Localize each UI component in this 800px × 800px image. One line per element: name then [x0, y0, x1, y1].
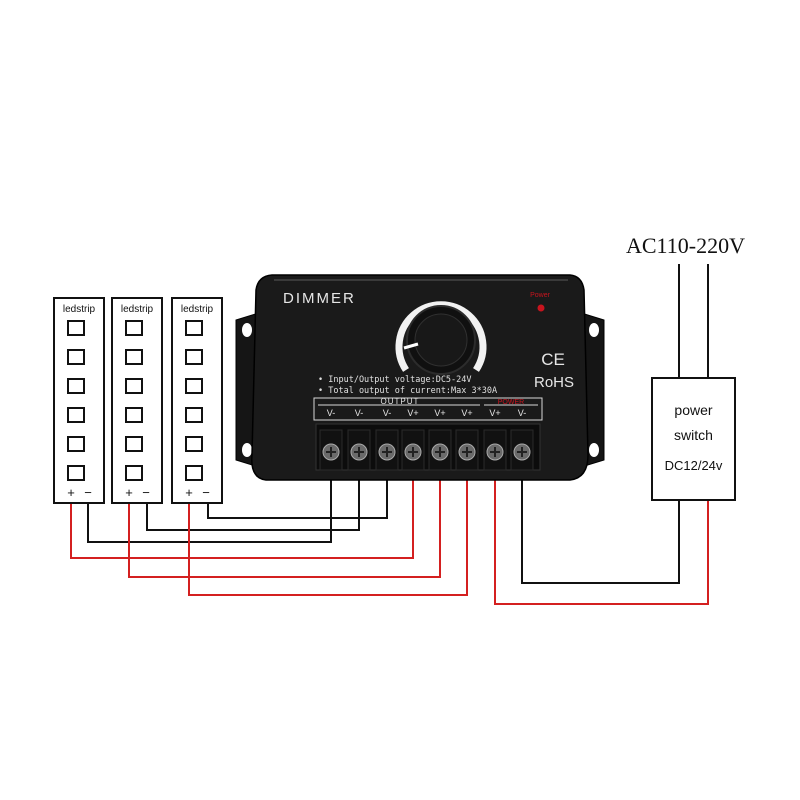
terminal-screw[interactable]	[319, 429, 343, 471]
led-segment	[185, 378, 203, 394]
rohs-mark: RoHS	[534, 374, 574, 391]
ledstrip-3: ledstrip + −	[171, 297, 223, 504]
terminal-screw[interactable]	[510, 429, 534, 471]
power-positive-wire	[494, 468, 709, 605]
ac-voltage-label: AC110-220V	[626, 233, 745, 258]
led-segment	[125, 378, 143, 394]
spec-line-voltage: • Input/Output voltage:DC5-24V	[318, 375, 472, 385]
ledstrip-label: ledstrip	[181, 304, 214, 315]
mounting-hole-left	[242, 323, 252, 337]
positive-wire-strip-1	[70, 468, 414, 559]
ledstrip-label: ledstrip	[63, 304, 96, 315]
ledstrip-2: ledstrip + −	[111, 297, 163, 504]
led-segment	[67, 349, 85, 365]
wiring	[70, 264, 709, 605]
led-segment	[185, 407, 203, 423]
negative-wire-strip-2	[146, 468, 360, 531]
led-segment	[67, 407, 85, 423]
led-segment	[125, 320, 143, 336]
power-switch-line1: power	[674, 402, 712, 418]
power-negative-wire	[521, 468, 680, 584]
terminal-label: V+	[434, 408, 445, 418]
terminal-label: V-	[383, 408, 392, 418]
ledstrip-minus: −	[142, 485, 150, 500]
mounting-hole-right	[589, 323, 599, 337]
knob-scale-arc	[395, 301, 487, 372]
terminal-screw[interactable]	[483, 429, 507, 471]
led-segment	[125, 407, 143, 423]
terminal-label: V+	[407, 408, 418, 418]
terminal-label: V-	[518, 408, 527, 418]
terminal-screw[interactable]	[401, 429, 425, 471]
led-segment	[185, 436, 203, 452]
ledstrip-minus: −	[202, 485, 210, 500]
ledstrip-1: ledstrip + −	[53, 297, 105, 504]
power-switch-box: power switch DC12/24v	[651, 377, 736, 501]
power-group-label: POWER	[498, 399, 524, 406]
ledstrip-plus: +	[185, 485, 193, 500]
dimmer-device: DIMMER Power • Input/Output voltage:DC5-…	[235, 274, 605, 481]
terminal-label: V-	[355, 408, 364, 418]
led-segment	[125, 349, 143, 365]
led-segment	[185, 465, 203, 481]
led-segment	[125, 465, 143, 481]
power-switch-line3: DC12/24v	[665, 458, 723, 473]
ledstrip-plus: +	[67, 485, 75, 500]
led-segment	[67, 320, 85, 336]
led-segment	[185, 320, 203, 336]
ledstrip-minus: −	[84, 485, 92, 500]
spec-line-current: • Total output of current:Max 3*30A	[318, 386, 497, 396]
mounting-hole-right	[589, 443, 599, 457]
output-group-label: OUTPUT	[381, 397, 420, 406]
knob-pointer	[403, 342, 419, 350]
led-segment	[125, 436, 143, 452]
terminal-labels: V- V- V- V+ V+ V+ V+ V-	[327, 408, 527, 418]
terminal-label: V+	[461, 408, 472, 418]
power-led	[537, 304, 545, 312]
dimmer-title: DIMMER	[283, 290, 356, 307]
power-switch-line2: switch	[674, 427, 713, 443]
led-segment	[67, 436, 85, 452]
ledstrip-plus: +	[125, 485, 133, 500]
terminal-screw[interactable]	[428, 429, 452, 471]
power-indicator-label: Power	[530, 292, 551, 299]
knob-cap	[414, 313, 468, 367]
terminal-label: V-	[327, 408, 336, 418]
terminal-screw[interactable]	[347, 429, 371, 471]
terminal-screw[interactable]	[455, 429, 479, 471]
terminal-label-strip	[313, 397, 543, 421]
negative-wire-strip-1	[87, 468, 332, 543]
led-segment	[67, 465, 85, 481]
led-segment	[185, 349, 203, 365]
terminal-label: V+	[489, 408, 500, 418]
positive-wire-strip-2	[128, 468, 441, 578]
ce-mark: CE	[541, 350, 565, 369]
ledstrip-label: ledstrip	[121, 304, 154, 315]
positive-wire-strip-3	[188, 468, 468, 596]
terminal-screws	[319, 429, 534, 471]
terminal-screw[interactable]	[375, 429, 399, 471]
mounting-hole-left	[242, 443, 252, 457]
led-segment	[67, 378, 85, 394]
negative-wire-strip-3	[207, 468, 388, 519]
